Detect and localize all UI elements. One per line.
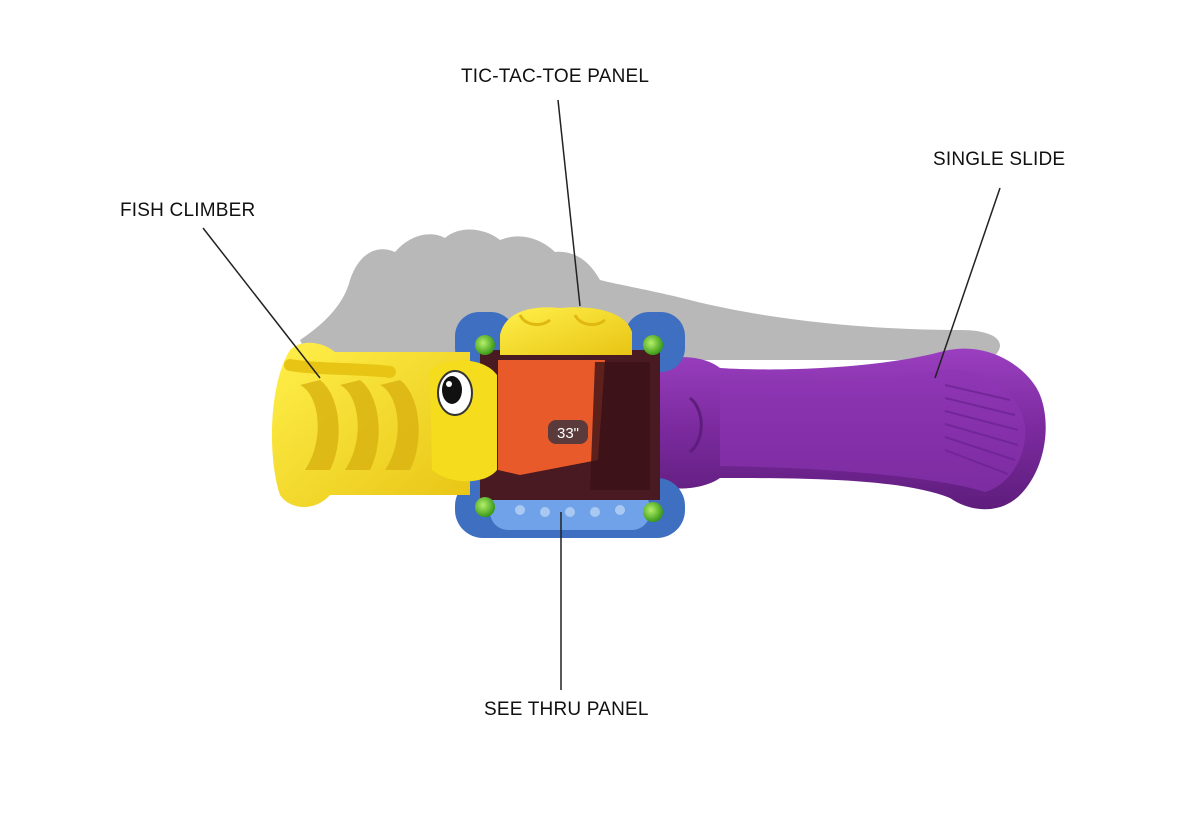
callout-fish-climber: FISH CLIMBER [120, 200, 256, 221]
fish-climber [271, 342, 497, 508]
single-slide [640, 348, 1046, 510]
corner-post [643, 335, 663, 355]
corner-post [475, 497, 495, 517]
corner-post [643, 502, 663, 522]
tic-tac-toe-panel [500, 307, 632, 355]
deck: 33" [480, 350, 660, 500]
leader-line-fish [202, 227, 321, 379]
callout-see-thru-panel: SEE THRU PANEL [484, 699, 649, 720]
leader-line-slide [934, 187, 1001, 379]
corner-post [475, 335, 495, 355]
deck-height-label: 33" [557, 425, 579, 442]
callout-single-slide: SINGLE SLIDE [933, 149, 1066, 170]
callout-tic-tac-toe-panel: TIC-TAC-TOE PANEL [461, 66, 650, 87]
leader-line-tic-tac-toe [557, 99, 581, 307]
height-marker [548, 420, 588, 444]
